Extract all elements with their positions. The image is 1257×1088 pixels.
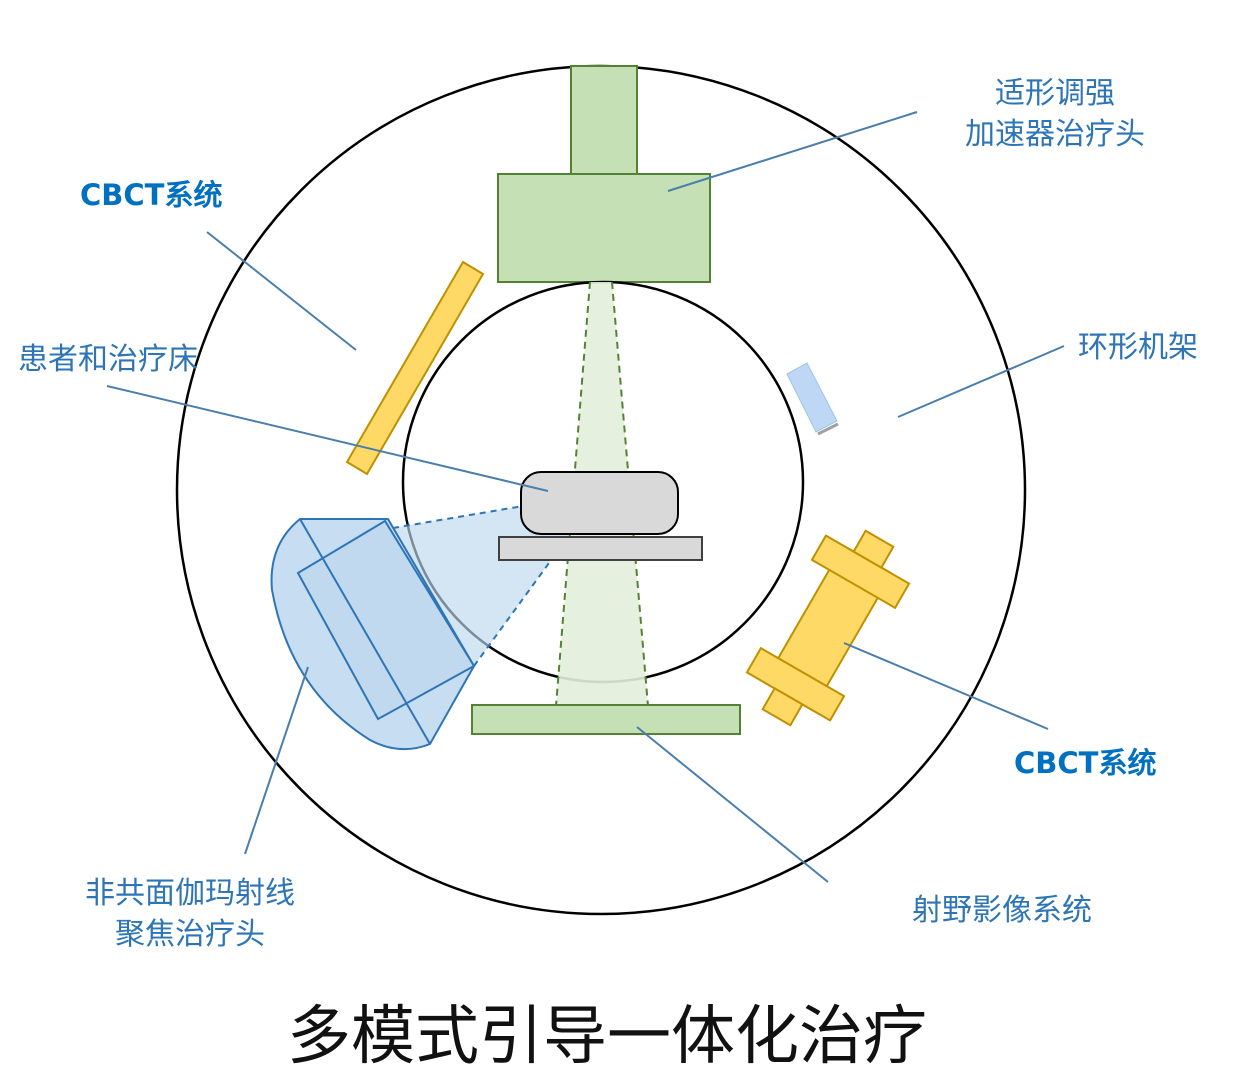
label-linac-line2: 加速器治疗头 [965, 117, 1145, 152]
linac-column [570, 65, 638, 177]
label-patient-couch: 患者和治疗床 [18, 342, 198, 377]
patient-body [520, 471, 679, 535]
gamma-head-edge [299, 518, 431, 745]
leader-cbct-bottom [843, 642, 1049, 730]
cbct-detector-top [345, 260, 485, 476]
gamma-head-collimator [296, 519, 476, 721]
leader-gamma [244, 666, 309, 855]
cbct-tube-end-bottom [761, 687, 804, 727]
leader-linac [667, 111, 918, 192]
portal-imaging-panel [471, 704, 741, 735]
label-gamma-line1: 非共面伽玛射线 [85, 876, 295, 911]
leader-cbct-top [206, 231, 357, 351]
label-gamma-line2: 聚焦治疗头 [115, 917, 265, 952]
diagram-caption: 多模式引导一体化治疗 [287, 1000, 927, 1074]
treatment-couch [498, 536, 703, 561]
gamma-beam-edge-top [392, 492, 601, 529]
leader-ring [897, 345, 1065, 418]
leader-patient [106, 385, 549, 492]
label-cbct-bottom: CBCT系统 [1014, 746, 1156, 780]
label-ring-gantry: 环形机架 [1078, 330, 1198, 365]
linac-head [497, 173, 711, 283]
linac-beam-edge-left [555, 281, 591, 707]
linac-beam-edge-right [611, 281, 649, 707]
cbct-tube-end-top [852, 529, 895, 569]
label-portal-imaging: 射野影像系统 [912, 893, 1092, 928]
label-cbct-top: CBCT系统 [80, 178, 222, 212]
kv-source-shadow [817, 422, 839, 436]
cbct-tube-bottom [745, 529, 911, 727]
kv-source-block [786, 362, 838, 433]
label-linac-line1: 适形调强 [995, 76, 1115, 111]
leader-portal [636, 726, 829, 883]
